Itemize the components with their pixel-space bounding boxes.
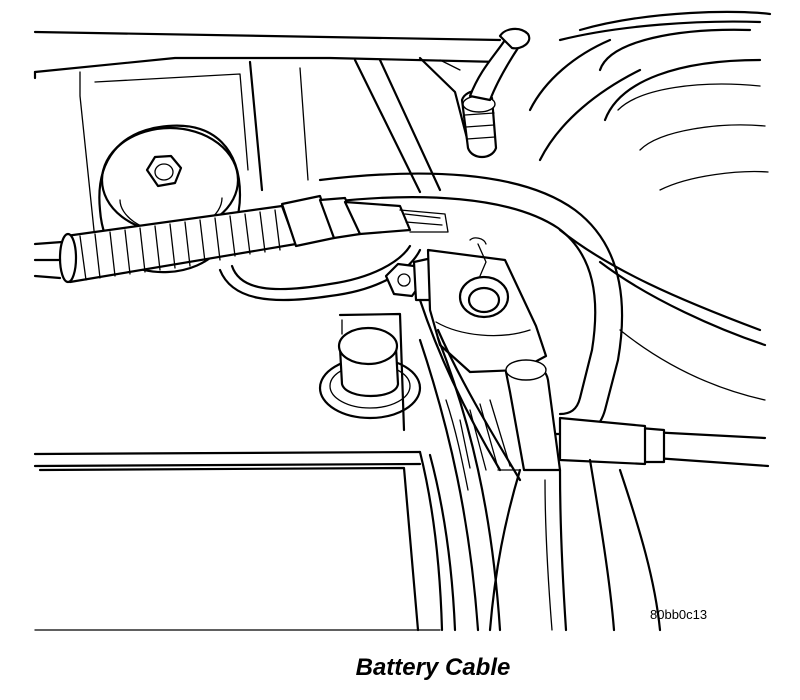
battery-cable <box>318 172 770 468</box>
down-cable <box>488 359 662 632</box>
top-connector <box>460 27 531 159</box>
battery <box>33 312 457 632</box>
drawing-id: 80bb0c13 <box>650 607 708 622</box>
frame-rail <box>418 336 511 632</box>
wire-loom <box>33 194 449 302</box>
fender-dome <box>528 10 772 401</box>
figure-caption: Battery Cable <box>355 654 511 681</box>
battery-cable-illustration <box>33 10 772 632</box>
cable-terminal <box>384 237 548 482</box>
